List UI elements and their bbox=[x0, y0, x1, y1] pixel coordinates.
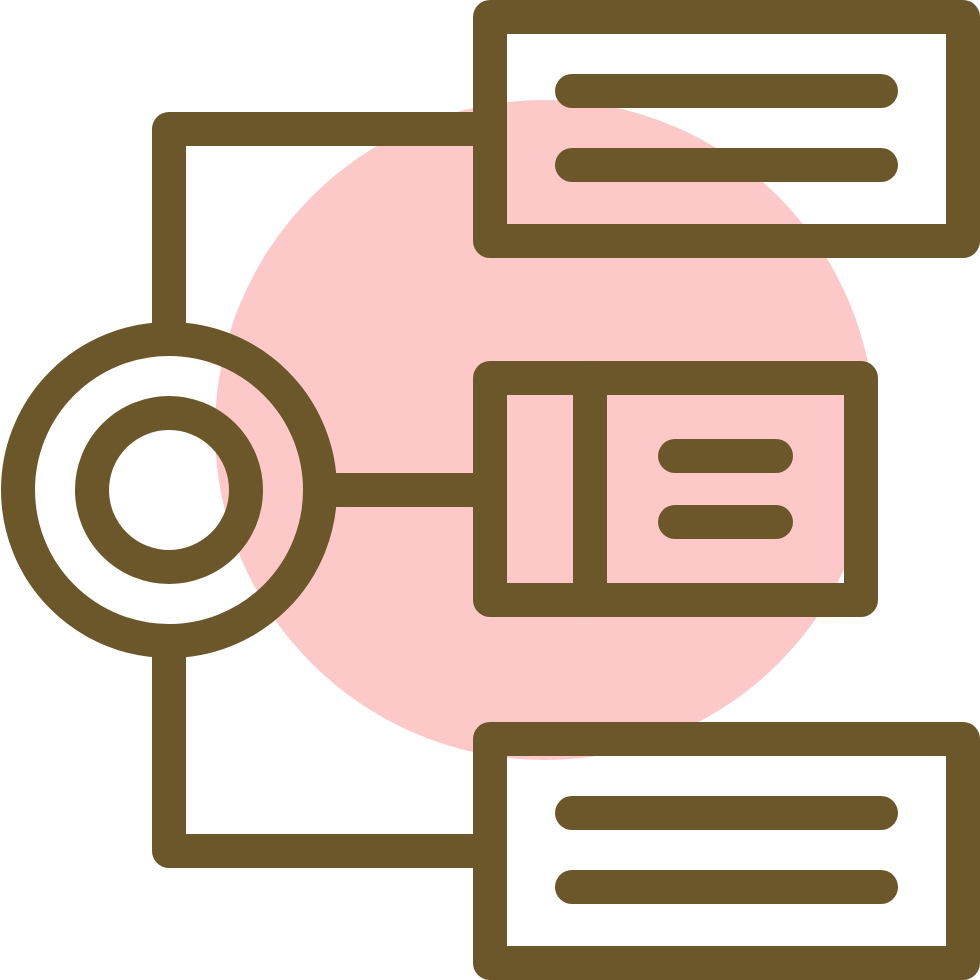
bottom-connector-line bbox=[152, 641, 490, 868]
bottom-card bbox=[473, 722, 980, 980]
top-card bbox=[473, 0, 980, 258]
root-node-inner-ring bbox=[75, 396, 263, 584]
middle-card bbox=[473, 361, 878, 617]
top-connector-line bbox=[152, 112, 490, 339]
root-node-outer-ring bbox=[1, 322, 337, 658]
